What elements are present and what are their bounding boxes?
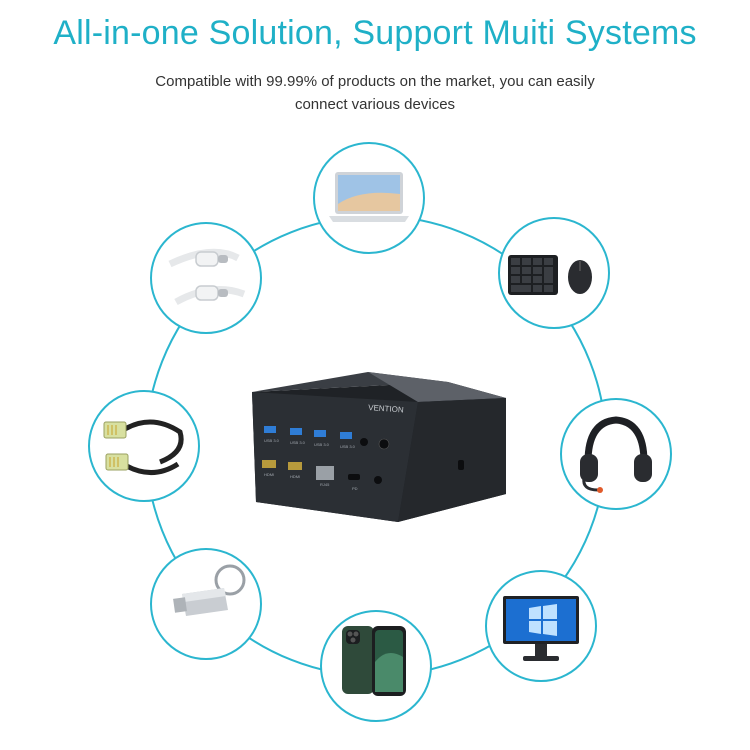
phone-node [320, 610, 432, 722]
port-label-usb-4: USB 3.0 [340, 444, 356, 449]
phone-icon [342, 626, 406, 696]
port-label-usb-3: USB 3.0 [314, 442, 330, 447]
usb-drive-icon [173, 564, 246, 616]
usb-c-cable-node [150, 222, 262, 334]
keyboard-mouse-icon [508, 255, 592, 295]
port-label-hdmi-1: HDMI [264, 472, 274, 477]
ethernet-node [88, 390, 200, 502]
laptop-icon [329, 172, 409, 222]
subtitle-line-2: connect various devices [294, 96, 456, 113]
port-label-usb-1: USB 3.0 [264, 438, 280, 443]
port-label-rj45: RJ45 [320, 482, 330, 487]
port-label-pd: PD [352, 486, 358, 491]
keyboard-mouse-node [498, 217, 610, 329]
port-label-usb-2: USB 3.0 [290, 440, 306, 445]
ethernet-cable-icon [103, 419, 184, 475]
headset-icon [580, 416, 652, 493]
subtitle-line-1: Compatible with 99.99% of products on th… [155, 73, 595, 90]
headset-node [560, 398, 672, 510]
docking-station: VENTION USB 3.0 USB 3.0 USB 3.0 USB 3.0 … [252, 372, 506, 522]
monitor-icon [503, 596, 579, 661]
laptop-node [313, 142, 425, 254]
page-subtitle: Compatible with 99.99% of products on th… [100, 70, 650, 116]
usb-drive-node [150, 548, 262, 660]
monitor-node [485, 570, 597, 682]
hub-brand-label: VENTION [368, 403, 404, 414]
usb-c-cable-icon [168, 248, 246, 306]
port-label-hdmi-2: HDMI [290, 474, 300, 479]
page-title: All-in-one Solution, Support Muiti Syste… [53, 14, 697, 52]
